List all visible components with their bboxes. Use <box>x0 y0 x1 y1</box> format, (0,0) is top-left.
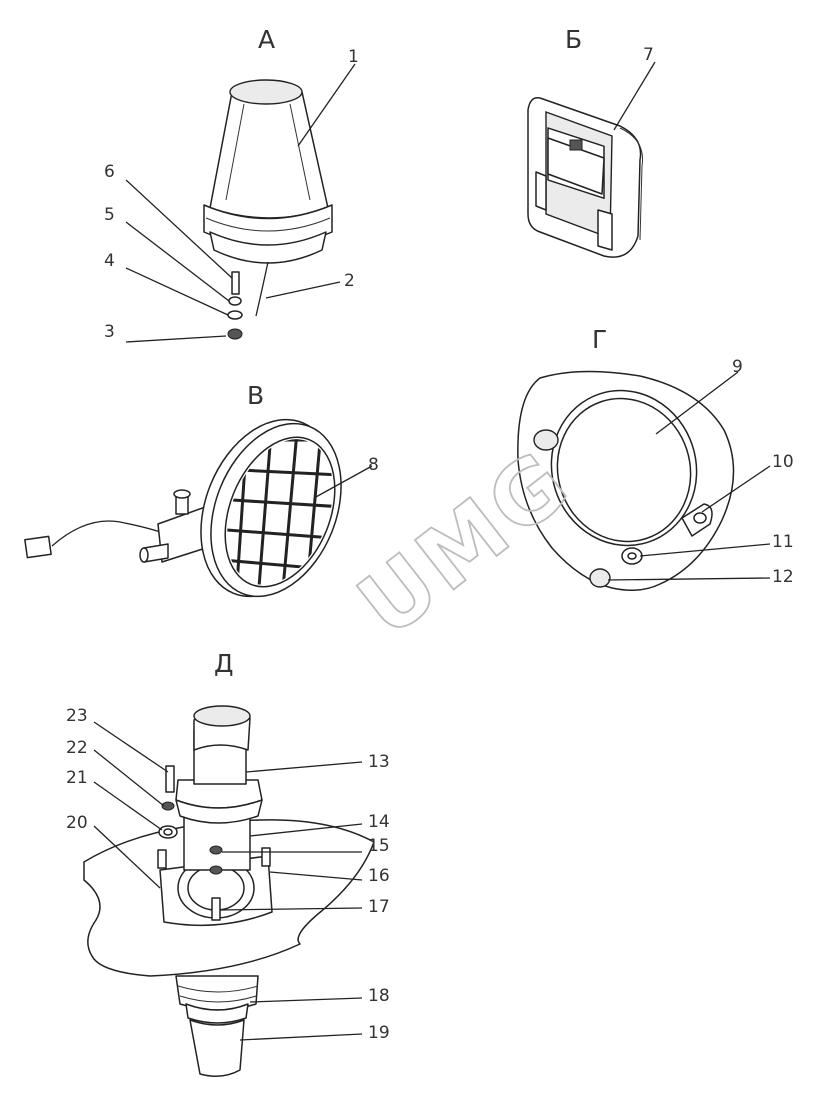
flange <box>159 855 273 927</box>
central-tube <box>175 705 263 871</box>
label-6: 6 <box>104 162 115 182</box>
beacon-dome <box>209 79 329 219</box>
beacon-bolt <box>231 271 240 295</box>
box-housing <box>527 97 644 258</box>
section-label-v: В <box>247 381 264 410</box>
label-19: 19 <box>368 1023 390 1043</box>
label-12: 12 <box>772 567 794 587</box>
label-2: 2 <box>344 271 355 291</box>
label-11: 11 <box>772 532 794 552</box>
label-20: 20 <box>66 813 88 833</box>
label-13: 13 <box>368 752 390 772</box>
view-g-round-window: Г 9 10 11 12 <box>517 325 794 591</box>
view-d-pipe-assembly: Д <box>66 649 390 1077</box>
washer-4 <box>227 310 243 320</box>
lower-fitting <box>175 975 259 1024</box>
nut-3 <box>227 328 243 340</box>
washer-22 <box>161 801 175 811</box>
label-10: 10 <box>772 452 794 472</box>
label-8: 8 <box>368 455 379 475</box>
round-lens <box>550 389 698 547</box>
label-15: 15 <box>368 836 390 856</box>
beacon-cable <box>255 261 269 317</box>
left-fastener <box>533 429 559 451</box>
cable-connector <box>24 535 52 559</box>
screw-12 <box>589 568 611 588</box>
view-v-headlamp: В <box>24 381 379 601</box>
hose <box>189 1019 245 1077</box>
label-23: 23 <box>66 706 88 726</box>
section-label-d: Д <box>214 649 234 678</box>
headlamp-body <box>200 418 342 598</box>
label-18: 18 <box>368 986 390 1006</box>
label-9: 9 <box>732 357 743 377</box>
stud-17 <box>211 897 221 921</box>
label-21: 21 <box>66 768 88 788</box>
label-17: 17 <box>368 897 390 917</box>
label-4: 4 <box>104 251 115 271</box>
label-5: 5 <box>104 205 115 225</box>
mounting-tab <box>681 503 713 537</box>
label-3: 3 <box>104 322 115 342</box>
view-a-beacon-lamp: А 1 2 3 4 5 6 <box>104 25 359 343</box>
label-22: 22 <box>66 738 88 758</box>
headlamp-mount <box>139 489 213 563</box>
washer-5 <box>228 296 242 306</box>
headlamp-cable <box>51 520 167 547</box>
label-14: 14 <box>368 812 390 832</box>
label-7: 7 <box>643 45 654 65</box>
section-label-b: Б <box>565 25 582 54</box>
section-label-a: А <box>258 25 275 54</box>
pin-23 <box>165 765 175 793</box>
section-label-g: Г <box>592 325 607 354</box>
view-b-box-unit: Б 7 <box>527 25 656 258</box>
label-1: 1 <box>348 47 359 67</box>
beacon-base <box>203 204 333 264</box>
label-16: 16 <box>368 866 390 886</box>
